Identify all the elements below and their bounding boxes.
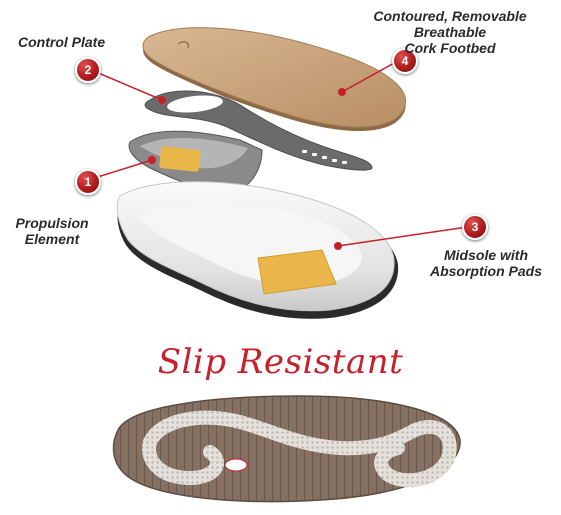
label-control-plate: Control Plate — [18, 34, 105, 50]
leader-dot-4 — [338, 88, 346, 96]
badge-3: 3 — [462, 214, 488, 240]
badge-2: 2 — [75, 57, 101, 83]
label-midsole: Midsole with Absorption Pads — [424, 247, 548, 279]
label-propulsion-element: Propulsion Element — [8, 215, 96, 247]
label-midsole-line-2: Absorption Pads — [424, 263, 548, 279]
label-footbed-line-3: Cork Footbed — [352, 40, 548, 56]
leader-dot-1 — [148, 156, 156, 164]
badge-1: 1 — [75, 169, 101, 195]
label-propulsion-line-2: Element — [8, 231, 96, 247]
label-midsole-line-1: Midsole with — [424, 247, 548, 263]
leader-line-2 — [96, 72, 162, 100]
label-footbed-line-1: Contoured, Removable — [352, 8, 548, 24]
leader-dot-3 — [334, 242, 342, 250]
leader-dot-2 — [158, 96, 166, 104]
label-cork-footbed: Contoured, Removable Breathable Cork Foo… — [352, 8, 548, 56]
label-footbed-line-2: Breathable — [352, 24, 548, 40]
slip-resistant-title: Slip Resistant — [0, 342, 561, 382]
label-propulsion-line-1: Propulsion — [8, 215, 96, 231]
outsole — [114, 396, 461, 502]
midsole — [117, 182, 398, 319]
